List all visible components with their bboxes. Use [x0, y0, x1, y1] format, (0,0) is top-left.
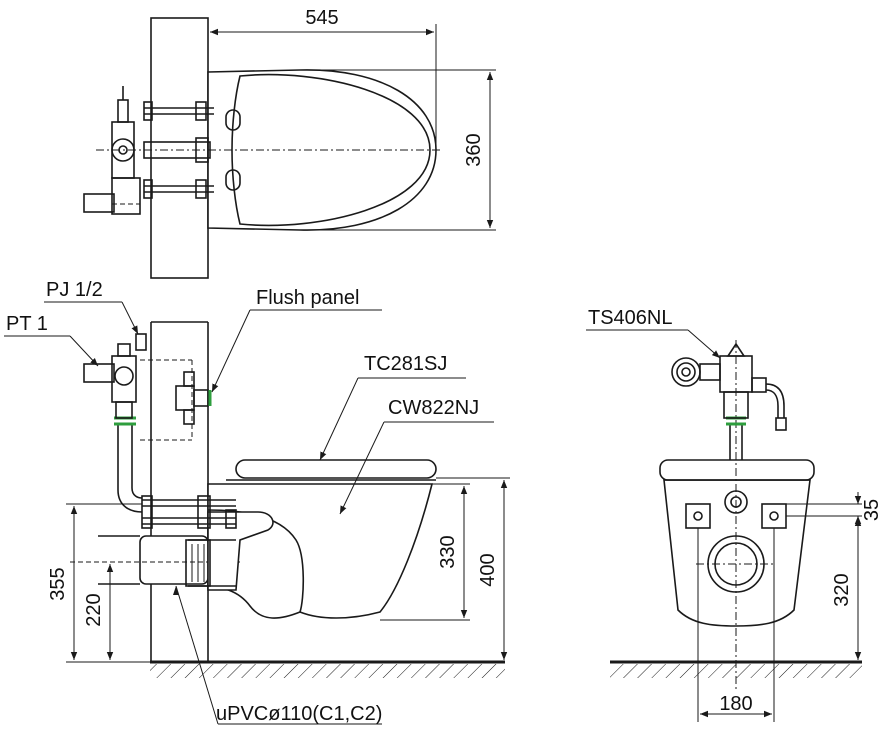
dim-front-height: 320 [831, 573, 853, 606]
top-view: 545 360 [83, 7, 496, 279]
side-view: PJ 1/2 PT 1 Flush panel TC281SJ CW822NJ … [4, 279, 510, 725]
front-view-seat [659, 459, 815, 481]
dim-top-width: 360 [463, 133, 485, 166]
label-pt: PT 1 [6, 313, 48, 335]
label-bowl: CW822NJ [388, 397, 479, 419]
side-view-seat [235, 459, 437, 479]
label-flush-valve: TS406NL [588, 307, 673, 329]
front-view-flush-valve [671, 342, 787, 431]
label-pj: PJ 1/2 [46, 279, 103, 301]
dim-drain-height: 355 [47, 567, 69, 600]
dim-bowl-height: 330 [437, 535, 459, 568]
dim-front-offset: 35 [861, 499, 883, 521]
label-seat: TC281SJ [364, 353, 447, 375]
side-view-flush-valve [175, 371, 212, 425]
top-view-stop-valve [83, 86, 141, 215]
dim-top-length: 545 [305, 7, 338, 29]
dim-outlet-height: 220 [83, 593, 105, 626]
side-view-bowl [207, 483, 434, 619]
top-view-seat [231, 73, 431, 227]
top-view-wall [150, 17, 209, 279]
side-view-stop-valve [83, 333, 147, 419]
label-flush-panel: Flush panel [256, 287, 359, 309]
label-drain-pipe: uPVCø110(C1,C2) [216, 703, 382, 725]
dim-front-width: 180 [719, 693, 752, 715]
front-view: TS406NL 35 320 180 [586, 307, 883, 722]
front-view-bowl [663, 479, 811, 627]
dim-total-height: 400 [477, 553, 499, 586]
